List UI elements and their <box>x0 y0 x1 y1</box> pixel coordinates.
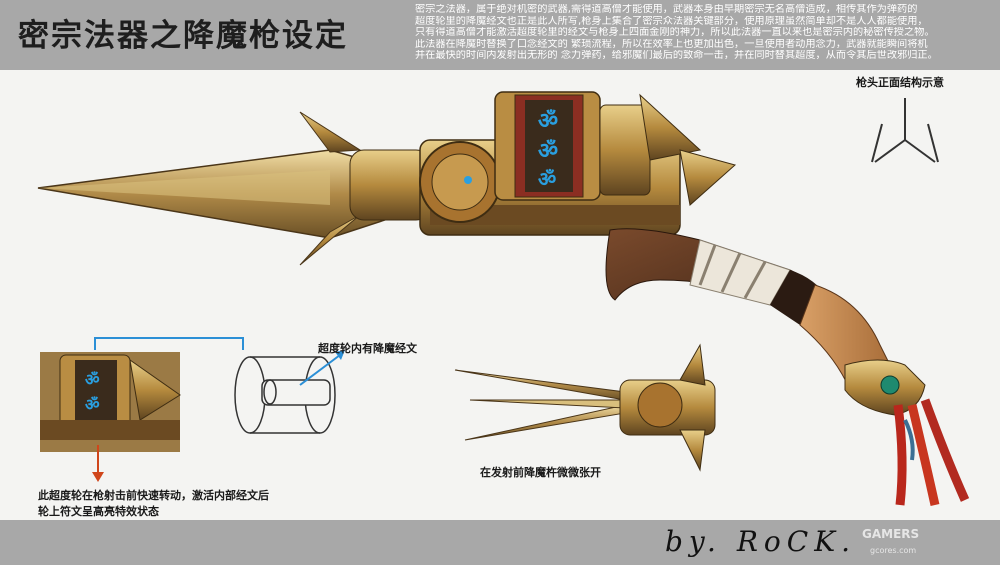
description-line: 密宗之法器，属于绝对机密的武器,需得道高僧才能使用，武器本身由早期密宗无名高僧造… <box>415 4 918 15</box>
opened-prong-spear <box>454 343 716 472</box>
artist-signature: by. RoCK. <box>665 525 857 558</box>
tassel <box>893 398 970 506</box>
watermark-url: gcores.com <box>870 546 917 555</box>
header-bar <box>0 0 1000 70</box>
page-title: 密宗法器之降魔枪设定 <box>18 18 348 54</box>
svg-text:ॐ: ॐ <box>538 167 556 191</box>
scripture-arrowhead <box>335 350 345 360</box>
wheel-note-line: 轮上符文呈高亮特效状态 <box>38 505 159 518</box>
description-line: 并在最快的时间内发射出无形的 念力弹药，给邪魔们最后的致命一击，并在同时替其超度… <box>415 50 938 62</box>
svg-text:ॐ: ॐ <box>85 395 100 414</box>
wheel-note-line: 此超度轮在枪射击前快速转动，激活内部经文后 <box>38 489 269 502</box>
spear-top-view-diagram <box>871 98 939 163</box>
top-view-label: 枪头正面结构示意 <box>856 76 944 89</box>
scripture-arrow <box>299 354 341 386</box>
wheel-scripture-label: 超度轮内有降魔经文 <box>318 342 417 355</box>
svg-text:ॐ: ॐ <box>85 370 100 389</box>
watermark: GAMERS <box>862 527 920 541</box>
description-line: 此法器在降魔时替换了口念经文的 繁琐流程，所以在效率上也更加出色，一旦使用者动用… <box>415 38 928 50</box>
svg-text:ॐ: ॐ <box>538 139 558 164</box>
prong-open-label: 在发射前降魔杵微微张开 <box>480 466 601 479</box>
main-weapon: ॐ ॐ ॐ <box>37 91 970 506</box>
footer-bar <box>0 520 1000 565</box>
wheel-detail-inset: ॐ ॐ <box>40 352 181 452</box>
activation-arrowhead <box>92 472 104 482</box>
description-line: 只有得道高僧才能激活超度轮里的经文与枪身上四面金刚的神力，所以此法器一直以来也是… <box>415 27 935 39</box>
callout-bracket <box>94 337 244 350</box>
wheel-cylinder-diagram <box>234 356 336 434</box>
description-line: 超度轮里的降魔经文也正是此人所写,枪身上集合了密宗众法器关键部分，使用原理虽然简… <box>415 15 928 27</box>
svg-text:ॐ: ॐ <box>538 109 558 134</box>
description-text: 密宗之法器，属于绝对机密的武器,需得道高僧才能使用，武器本身由早期密宗无名高僧造… <box>415 4 995 62</box>
